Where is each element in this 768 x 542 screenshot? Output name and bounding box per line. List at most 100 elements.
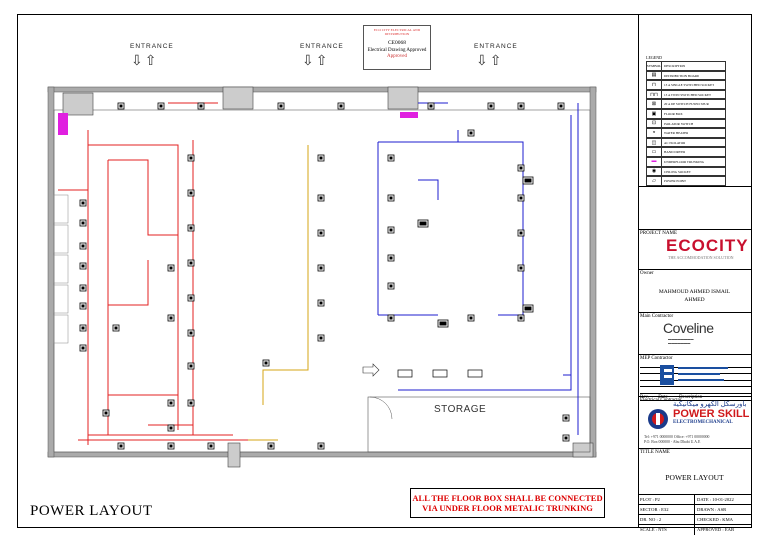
socket-fill [81, 286, 85, 290]
drawing-title: POWER LAYOUT [30, 503, 153, 519]
socket-fill [104, 411, 108, 415]
socket-fill [189, 364, 193, 368]
socket-fill [169, 266, 173, 270]
socket-fill [519, 166, 523, 170]
left-wall [47, 86, 55, 458]
db-icon [467, 369, 483, 378]
socket-fill [519, 316, 523, 320]
socket-fill [564, 436, 568, 440]
project-label: PROJECT NAME [640, 231, 677, 236]
column [227, 442, 241, 468]
socket-fill [159, 104, 163, 108]
electrical-contractor-panel: Electrical Contractor باورسكل الكهرو ميك… [638, 397, 751, 449]
entrance-label: ENTRANCE [130, 43, 174, 50]
red-circuit [108, 159, 178, 236]
socket-fill [389, 228, 393, 232]
socket-fill [169, 426, 173, 430]
owner-name-line2: AHMED [684, 297, 705, 303]
floor-box-icon: ▣ [647, 109, 662, 118]
socket-fill [199, 104, 203, 108]
entrance-label: ENTRANCE [300, 43, 344, 50]
mep-contractor-label: MEP Contractor [640, 356, 673, 361]
socket-fill [279, 104, 283, 108]
socket-fill [319, 336, 323, 340]
ecocity-logo: ECOCITY [666, 236, 749, 255]
trunking-icon [400, 112, 418, 118]
title-block: LEGEND SYMBOL DESCRIPTION ▤DISTRIBUTION … [638, 15, 751, 535]
socket-fill [119, 444, 123, 448]
socket-fill [524, 306, 532, 311]
socket-fill [264, 361, 268, 365]
socket-fill [339, 104, 343, 108]
legend-text: 20 A DP SWITCH FUSED SPUR [664, 102, 709, 107]
socket-icon: ⊓ [647, 81, 662, 89]
mep-contractor-panel: MEP Contractor [638, 355, 751, 397]
socket-fill [319, 266, 323, 270]
top-wall [47, 86, 597, 93]
legend-text: FLOOR BOX [664, 111, 683, 116]
legend-row: ⊡ISOLATOR SWITCH [646, 118, 726, 129]
window-bay [53, 224, 69, 254]
powerskill-sub: ELECTROMECHANICAL [673, 420, 733, 425]
legend-text: 13 A SINGLE SWITCHED SOCKET [664, 83, 715, 88]
drawing-number-info: DR. NO : 2 [638, 515, 695, 524]
socket-fill [189, 156, 193, 160]
socket-fill [524, 178, 532, 183]
room-label-storage: STORAGE [434, 404, 487, 415]
socket-fill [419, 221, 427, 226]
socket-fill [389, 256, 393, 260]
socket-fill [389, 316, 393, 320]
legend-row: ⊓⊓13 A TWIN SWITCHED SOCKET [646, 89, 726, 100]
note-line1: ALL THE FLOOR BOX SHALL BE CONNECTED [412, 493, 603, 503]
fused-spur-icon: ⊠ [647, 100, 662, 108]
socket-fill [519, 266, 523, 270]
socket-fill [319, 156, 323, 160]
legend-text: DISTRIBUTION BOARD [664, 73, 700, 78]
title-name-panel: TITLE NAME POWER LAYOUT [638, 449, 751, 495]
bottom-wall [47, 451, 597, 458]
rev-col: Rev. [640, 395, 649, 400]
legend-text: CEILING SOCKET [664, 169, 691, 174]
legend-text: POWER POINT [664, 179, 687, 184]
hand-dryer-icon: ▭ [647, 148, 662, 156]
blue-circuit [418, 179, 439, 200]
red-circuit [88, 144, 179, 430]
description-col: Description [678, 395, 703, 400]
owner-label: Owner [640, 271, 654, 276]
ecocity-sub: THE ACCOMMODATION SOLUTION [668, 255, 734, 260]
entrance-arrows-icon: ⇩⇧ [476, 52, 504, 68]
sector-info: SECTOR : E32 [638, 505, 695, 514]
socket-fill [189, 261, 193, 265]
drawn-info: DRAWN : ASR [697, 507, 727, 512]
column [222, 86, 254, 110]
mep-logo-icon [660, 365, 728, 385]
floor-plan [47, 86, 597, 468]
socket-fill [489, 104, 493, 108]
project-panel: PROJECT NAME ECOCITY THE ACCOMMODATION S… [638, 230, 751, 270]
socket-fill [81, 304, 85, 308]
legend-header-row: SYMBOL DESCRIPTION [646, 61, 726, 71]
legend-panel: LEGEND SYMBOL DESCRIPTION ▤DISTRIBUTION … [638, 15, 751, 187]
scale-info: SCALE : NTS [638, 525, 695, 535]
trunking-icon [58, 113, 68, 135]
socket-fill [559, 104, 563, 108]
socket-fill [81, 244, 85, 248]
legend-row: ▭HAND DRYER [646, 147, 726, 157]
coveline-logo-lines: ▬▬▬▬▬▬▬▬▬▬▬▬▬▬▬ [668, 337, 694, 345]
socket-fill [319, 196, 323, 200]
right-wall [589, 86, 597, 458]
pendant-icon: ▱ [647, 177, 662, 185]
db-icon: ▤ [647, 71, 662, 80]
socket-fill [189, 226, 193, 230]
blue-circuit [458, 141, 524, 316]
socket-fill [319, 444, 323, 448]
isolator-icon: ⊡ [647, 119, 662, 128]
water-heater-icon: ◒ [647, 129, 662, 137]
ceiling-icon: ◉ [647, 167, 662, 176]
date-col: Date [658, 395, 668, 400]
legend: LEGEND SYMBOL DESCRIPTION ▤DISTRIBUTION … [646, 55, 726, 186]
socket-fill [269, 444, 273, 448]
legend-row: ▣FLOOR BOX [646, 108, 726, 119]
column [62, 92, 94, 116]
